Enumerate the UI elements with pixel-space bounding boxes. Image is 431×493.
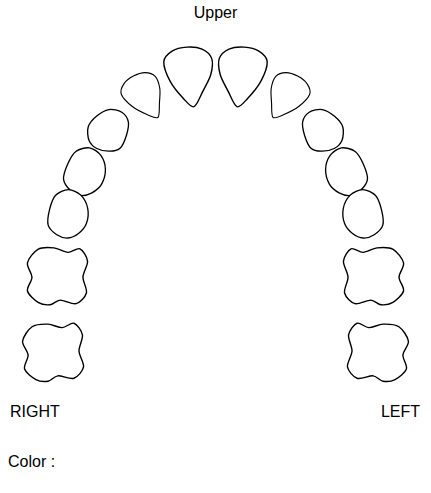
tooth-outline [338, 186, 386, 241]
tooth-outline [347, 323, 409, 382]
tooth-row [22, 45, 215, 382]
tooth-outline [44, 186, 92, 241]
tooth-outline [22, 323, 84, 382]
arch-title: Upper [194, 3, 238, 22]
side-label: RIGHT [10, 402, 60, 421]
tooth-row [216, 45, 409, 382]
side-label: LEFT [381, 402, 420, 421]
field-label: Color : [8, 452, 55, 471]
tooth-outline [26, 247, 88, 306]
tooth-outline [216, 45, 269, 108]
tooth-outline [163, 45, 216, 108]
tooth-outline [343, 247, 405, 306]
